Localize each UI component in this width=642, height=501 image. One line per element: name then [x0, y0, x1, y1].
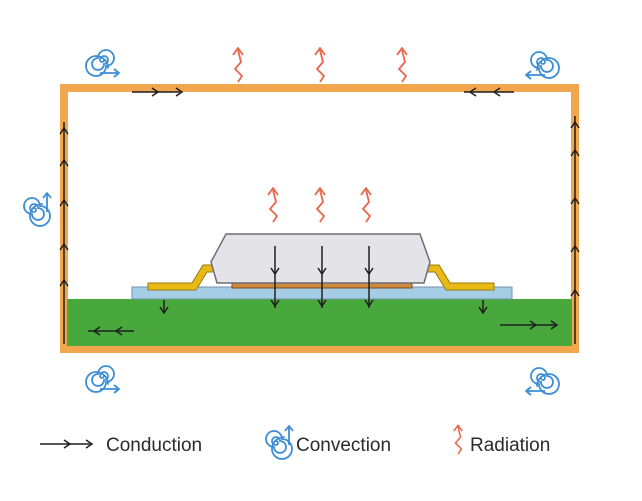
convection-icon-top-left [85, 49, 120, 78]
conduction-arrow-top-right [464, 87, 514, 97]
left-lead [147, 264, 219, 291]
radiation-arrows-package [267, 187, 372, 223]
convection-icon-bottom-right [525, 367, 560, 396]
conduction-arrows-package-down [159, 246, 488, 314]
conduction-arrow-board-left [88, 326, 134, 336]
radiation-legend-label: Radiation [470, 435, 550, 456]
legend: Conduction Convection Radiation [40, 424, 550, 460]
circuit-board [67, 299, 572, 346]
convection-icon-left [23, 192, 52, 227]
convection-icon-top-right [525, 51, 560, 80]
radiation-legend-icon [452, 424, 464, 455]
radiation-arrows-top [232, 47, 408, 83]
convection-legend-icon [265, 425, 294, 460]
conduction-arrow-right-side [570, 116, 580, 344]
conduction-arrow-top-left [132, 87, 183, 97]
conduction-legend-icon [40, 439, 93, 449]
package-body [210, 233, 431, 284]
conduction-legend-label: Conduction [106, 435, 202, 456]
convection-legend-label: Convection [296, 435, 391, 456]
conduction-arrow-board-right [500, 320, 558, 330]
right-lead [423, 264, 495, 291]
conduction-arrow-left-side [59, 122, 69, 344]
convection-icon-bottom-left [85, 365, 120, 394]
